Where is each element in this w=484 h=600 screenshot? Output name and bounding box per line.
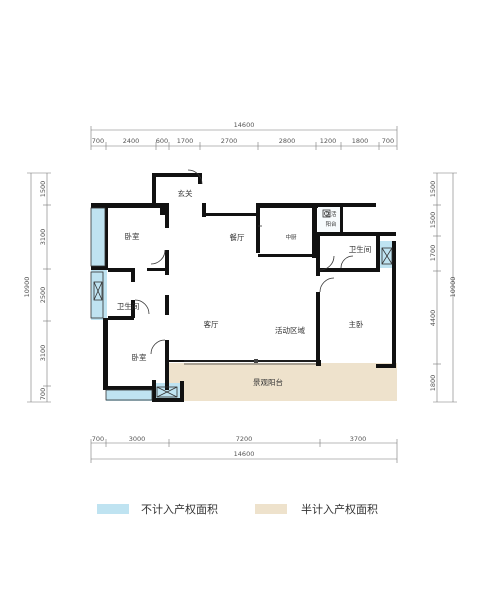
legend-swatch-half-counted	[255, 504, 287, 514]
left-total-dimension: 10900	[23, 277, 31, 298]
bottom-dimension-3: 7200	[236, 435, 253, 443]
room-label-entrance: 玄关	[178, 188, 193, 198]
detail-lines	[90, 169, 393, 401]
top-dimension-9: 700	[382, 137, 394, 145]
room-label-bathroom-right: 卫生间	[349, 244, 372, 254]
room-label-living-room: 客厅	[204, 319, 219, 329]
bottom-dimension-4: 3700	[350, 435, 367, 443]
right-dimension-lines	[433, 172, 457, 403]
room-label-bathroom-left: 卫生间	[117, 301, 140, 311]
left-dimension-4: 3100	[39, 345, 47, 362]
bottom-total-dimension: 14600	[234, 450, 255, 458]
top-dimension-4: 1700	[177, 137, 194, 145]
top-dimension-6: 2800	[279, 137, 296, 145]
room-label-bedroom-bottom: 卧室	[132, 352, 147, 362]
top-dimension-1: 700	[92, 137, 104, 145]
left-dimension-1: 1500	[39, 181, 47, 198]
right-dimension-2: 1500	[429, 212, 437, 229]
right-dimension-5: 1800	[429, 375, 437, 392]
legend-swatch-not-counted	[97, 504, 129, 514]
room-label-master-bedroom: 主卧	[349, 319, 364, 329]
top-dimension-2: 2400	[123, 137, 140, 145]
ac-platform-bottom	[154, 383, 182, 401]
bay-window-bottom-left	[106, 388, 154, 401]
top-dimension-lines	[90, 126, 398, 150]
left-dimension-2: 3100	[39, 229, 47, 246]
top-dimension-3: 600	[156, 137, 168, 145]
top-dimension-8: 1800	[352, 137, 369, 145]
bay-window-top-left	[91, 208, 107, 268]
room-label-bedroom-top: 卧室	[125, 231, 140, 241]
left-dimension-lines	[27, 172, 51, 403]
balcony-half-counted-area	[169, 363, 397, 401]
left-dimension-5: 700	[39, 388, 47, 400]
room-label-balcony: 景观阳台	[253, 377, 283, 387]
legend-label-half-counted: 半计入产权面积	[301, 502, 378, 516]
right-dimension-3: 1700	[429, 245, 437, 262]
bottom-dimension-2: 3000	[129, 435, 146, 443]
room-label-utility-balcony-1: 生活	[325, 210, 337, 218]
right-total-dimension: 10900	[449, 277, 457, 298]
room-label-utility-balcony-2: 阳台	[325, 220, 337, 228]
right-dimension-4: 4400	[429, 310, 437, 327]
right-dimension-1: 1500	[429, 181, 437, 198]
room-label-activity-area: 活动区域	[275, 325, 305, 335]
room-label-dining: 餐厅	[230, 233, 245, 242]
room-label-kitchen: 中厨	[285, 233, 297, 241]
legend-label-not-counted: 不计入产权面积	[141, 502, 218, 516]
top-total-dimension: 14600	[234, 121, 255, 129]
left-dimension-3: 2500	[39, 287, 47, 304]
bottom-dimension-lines	[90, 439, 398, 463]
bay-window-mid-left	[91, 270, 107, 320]
top-dimension-7: 1200	[320, 137, 337, 145]
bottom-dimension-1: 700	[92, 435, 104, 443]
top-dimension-5: 2700	[221, 137, 238, 145]
